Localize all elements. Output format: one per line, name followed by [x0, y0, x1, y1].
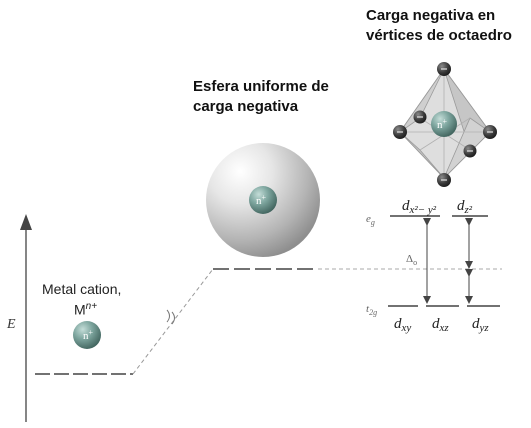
octahedral-heading: Carga negativa en vértices de octaedro [366, 6, 512, 46]
orbital-label-dxy: dxy [394, 316, 411, 334]
metal-cation-ion: n+ [73, 321, 101, 349]
metal-cation-label-line1: Metal cation, [42, 281, 122, 297]
octahedron-ion [431, 111, 457, 137]
eg-label: eg [366, 213, 375, 227]
metal-symbol: M [74, 301, 86, 318]
energy-axis-arrow-icon [20, 214, 32, 230]
sphere-ion-label: n+ [256, 193, 267, 207]
cation-ion-sphere [73, 321, 101, 349]
sphere-heading-line1: Esfera uniforme de [193, 78, 329, 95]
ligand-front-right [463, 144, 477, 158]
ligand-back-left [413, 110, 427, 124]
uniform-charge-sphere: n+ [206, 143, 320, 257]
sphere-heading-line2: carga negativa [193, 98, 299, 115]
level-connector-line [132, 268, 214, 375]
orbital-label-dx2y2: dx²− y² [402, 198, 437, 216]
sphere-ion [249, 186, 277, 214]
t2g-label: t2g [366, 303, 377, 317]
metal-cation-symbol: Mn+ [42, 298, 121, 319]
ligand-right [483, 125, 497, 139]
orbital-label-dxz: dxz [432, 316, 449, 334]
metal-charge: n+ [85, 301, 98, 312]
octahedron-model: n+ [393, 62, 497, 187]
delta-o-label: Δo [406, 253, 417, 267]
octahedral-heading-line2: vértices de octaedro [366, 27, 512, 44]
axis-break-icon [166, 309, 175, 325]
cation-ion-label: n+ [83, 328, 94, 342]
metal-cation-label: Metal cation, Mn+ [42, 281, 121, 319]
ligand-left [393, 125, 407, 139]
split-energy-levels: eg t2g Δo dx²− y² dz² dxy dxz dyz [366, 198, 500, 334]
energy-label: E [6, 317, 16, 332]
orbital-label-dyz: dyz [472, 316, 489, 334]
ligand-top [437, 62, 451, 76]
octahedral-heading-line1: Carga negativa en [366, 7, 496, 24]
orbital-label-dz2: dz² [457, 198, 473, 216]
octahedron-ion-label: n+ [437, 117, 448, 131]
ligand-bottom [437, 173, 451, 187]
energy-axis: E [6, 214, 32, 422]
sphere-heading: Esfera uniforme de carga negativa [193, 77, 329, 117]
